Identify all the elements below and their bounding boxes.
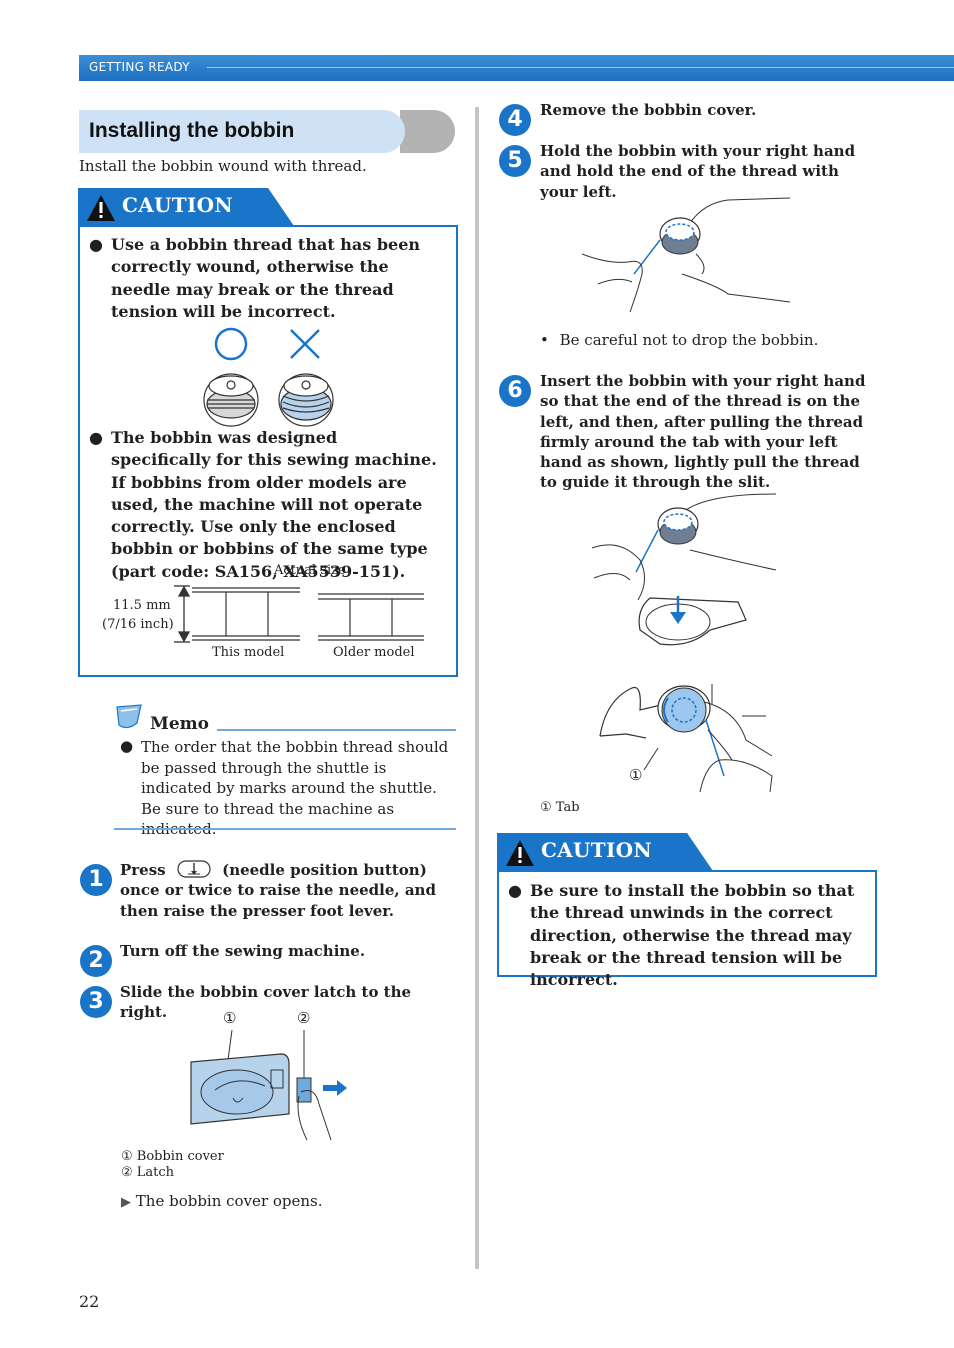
legend-tab: ① Tab <box>540 800 580 815</box>
caution-box-2 <box>497 870 877 977</box>
result-text: The bobbin cover opens. <box>135 1192 323 1210</box>
bobbin-incorrect <box>278 373 334 427</box>
section-title: Installing the bobbin <box>89 119 295 142</box>
memo-text: The order that the bobbin thread should … <box>141 738 449 838</box>
step-5-note-text: Be careful not to drop the bobbin. <box>559 331 819 349</box>
bullet-dot: ● <box>89 428 103 447</box>
step-5-text: Hold the bobbin with your right hand and… <box>540 142 856 201</box>
memo-rule-bottom <box>114 828 456 830</box>
header-bar: GETTING READY <box>79 55 954 81</box>
legend-latch: ② Latch <box>121 1165 175 1180</box>
caution-tab-2: CAUTION <box>497 833 713 871</box>
thread-tab-illustration <box>599 684 773 793</box>
step-1-text: Press (needle position button) once or t… <box>120 860 455 921</box>
bobbin-correct <box>203 373 259 427</box>
step-2-text: Turn off the sewing machine. <box>120 942 366 960</box>
caution-label-2: CAUTION <box>541 838 652 862</box>
legend-bobbin-cover: ① Bobbin cover <box>121 1149 224 1164</box>
ok-circle-icon <box>214 327 248 361</box>
step-number-5: 5 <box>499 145 531 177</box>
correct-wound-diagram <box>203 327 334 427</box>
height-mm-label: 11.5 mm <box>113 598 171 613</box>
page-number: 22 <box>79 1292 100 1311</box>
bullet-dot: ● <box>508 881 522 900</box>
actual-size-label: Actual size <box>274 563 346 578</box>
step-number-6: 6 <box>499 375 531 407</box>
bobbin-size-diagram <box>174 585 424 643</box>
this-model-bobbin <box>192 587 300 641</box>
step-3-text: Slide the bobbin cover latch to the righ… <box>120 983 412 1022</box>
bobbin-cover-latch-illustration <box>190 1029 347 1141</box>
caution-item-text: Be sure to install the bobbin so that th… <box>530 881 855 990</box>
height-inch-label: (7/16 inch) <box>102 617 174 632</box>
title-band <box>79 110 405 153</box>
step-number-3: 3 <box>80 986 112 1018</box>
section-intro: Install the bobbin wound with thread. <box>79 157 367 175</box>
warning-icon <box>506 840 534 866</box>
ng-cross-icon <box>290 329 320 359</box>
callout-2: ② <box>297 1009 311 1027</box>
header-section: GETTING READY <box>89 60 190 74</box>
callout-tab: ① <box>629 766 643 784</box>
title-band-shadow <box>400 110 455 153</box>
this-model-label: This model <box>212 645 285 660</box>
column-divider <box>475 107 479 1269</box>
result-note: ▶ The bobbin cover opens. <box>121 1192 323 1210</box>
older-model-label: Older model <box>333 645 415 660</box>
caution-tab: CAUTION <box>78 188 294 226</box>
bullet-dot: ● <box>89 235 103 254</box>
hold-bobbin-illustration <box>581 197 791 313</box>
bullet-dot: • <box>540 331 549 349</box>
memo-icon <box>116 704 142 729</box>
caution-label: CAUTION <box>122 193 233 217</box>
step-number-4: 4 <box>499 104 531 136</box>
callout-1: ① <box>223 1009 237 1027</box>
needle-position-button-icon <box>177 860 211 878</box>
step-number-1: 1 <box>80 864 112 896</box>
insert-down-arrow-icon <box>670 612 686 624</box>
caution-item-text: The bobbin was designed specifically for… <box>111 428 437 581</box>
warning-icon <box>87 195 115 221</box>
slide-right-arrow-icon <box>323 1080 347 1096</box>
bullet-dot: ● <box>120 737 134 755</box>
step-1-post: (needle position button) once or twice t… <box>120 861 436 920</box>
insert-bobbin-illustration <box>591 493 777 646</box>
step-6-text: Insert the bobbin with your right hand s… <box>540 372 866 492</box>
result-arrow-icon: ▶ <box>121 1195 131 1210</box>
memo-title: Memo <box>150 714 209 734</box>
step-5-note: • Be careful not to drop the bobbin. <box>540 331 818 349</box>
older-model-bobbin <box>318 593 424 641</box>
step-number-2: 2 <box>80 945 112 977</box>
step-1-pre: Press <box>120 861 166 879</box>
height-arrow-icon <box>174 585 191 643</box>
caution-item-text: Use a bobbin thread that has been correc… <box>111 235 421 321</box>
step-4-text: Remove the bobbin cover. <box>540 101 757 119</box>
memo-rule-top <box>217 729 456 731</box>
header-rule <box>207 67 954 68</box>
